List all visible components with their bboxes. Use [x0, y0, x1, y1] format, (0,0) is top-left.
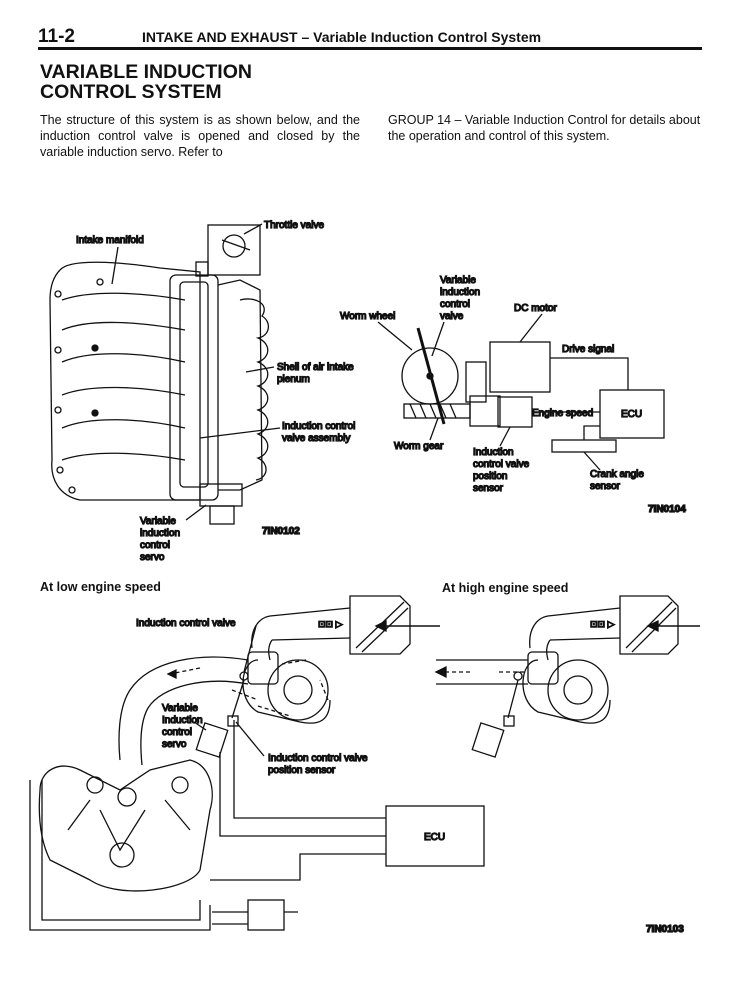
document-title: VARIABLE INDUCTION CONTROL SYSTEM — [40, 62, 252, 102]
figure3-code: 7IN0103 — [646, 924, 684, 935]
svg-text:⊡⊡ ▷: ⊡⊡ ▷ — [590, 619, 615, 629]
page-number: 11-2 — [38, 26, 75, 47]
high-speed-title: At high engine speed — [442, 581, 569, 595]
low-speed-drawing: ⊡⊡ ▷ — [29, 595, 485, 931]
label-throttle-valve: Throttle valve — [264, 220, 324, 231]
label-servo-4: servo — [140, 552, 165, 563]
label-viv-3: control — [440, 299, 470, 310]
intro-left: The structure of this system is as shown… — [40, 113, 360, 159]
intro-right: GROUP 14 – Variable Induction Control fo… — [388, 113, 701, 143]
label-icv-assembly-2: valve assembly — [282, 433, 350, 444]
label-ecu-top: ECU — [621, 409, 642, 420]
label-dc-motor: DC motor — [514, 303, 557, 314]
label-viv-1: Variable — [440, 275, 476, 286]
header-rule — [38, 47, 702, 50]
label-crank-1: Crank angle — [590, 469, 644, 480]
label-ecu-bottom: ECU — [424, 832, 445, 843]
label-shell-1: Shell of air intake — [277, 362, 354, 373]
svg-text:⊡⊡ ▷: ⊡⊡ ▷ — [318, 619, 343, 629]
label-low-servo-2: Induction — [162, 715, 203, 726]
label-pos-sensor-1: Induction — [473, 447, 514, 458]
high-speed-drawing: ⊡⊡ ▷ — [434, 595, 700, 758]
header-subsection: Variable Induction Control System — [313, 29, 542, 45]
label-drive-signal: Drive signal — [562, 344, 614, 355]
header-section: INTAKE AND EXHAUST — [142, 29, 298, 45]
header-separator: – — [297, 29, 314, 45]
dc-motor — [489, 341, 551, 393]
label-servo-2: induction — [140, 528, 180, 539]
label-shell-2: plenum — [277, 374, 310, 385]
label-low-pos-1: Induction control valve — [268, 753, 368, 764]
label-viv-2: induction — [440, 287, 480, 298]
label-pos-sensor-3: position — [473, 471, 507, 482]
intake-manifold-drawing — [49, 223, 281, 525]
low-speed-title: At low engine speed — [40, 580, 161, 594]
label-low-pos-2: position sensor — [268, 765, 336, 776]
crank-angle-sensor — [551, 439, 617, 453]
label-low-servo-4: servo — [162, 739, 187, 750]
ecu-box-top — [599, 389, 665, 439]
label-engine-speed: Engine speed — [532, 408, 593, 419]
title-line-1: VARIABLE INDUCTION — [40, 61, 252, 83]
actuator-drawing — [377, 313, 665, 471]
label-viv-4: valve — [440, 311, 464, 322]
title-line-2: CONTROL SYSTEM — [40, 81, 222, 103]
label-icv-assembly-1: Induction control — [282, 421, 355, 432]
label-pos-sensor-4: sensor — [473, 483, 504, 494]
label-servo-1: Variable — [140, 516, 176, 527]
label-low-icv: Induction control valve — [136, 618, 236, 629]
label-intake-manifold: Intake manifold — [76, 235, 144, 246]
figure2-code: 7IN0104 — [648, 504, 686, 515]
label-pos-sensor-2: control valve — [473, 459, 530, 470]
label-servo-3: control — [140, 540, 170, 551]
label-low-servo-1: Variable — [162, 703, 198, 714]
position-sensor — [497, 396, 533, 428]
label-crank-2: sensor — [590, 481, 621, 492]
label-worm-gear: Worm gear — [394, 441, 444, 452]
label-low-servo-3: control — [162, 727, 192, 738]
label-worm-wheel: Worm wheel — [340, 311, 395, 322]
figure1-code: 7IN0102 — [262, 526, 300, 537]
header-title: INTAKE AND EXHAUST – Variable Induction … — [142, 29, 541, 45]
page-header: 11-2 INTAKE AND EXHAUST – Variable Induc… — [38, 26, 702, 50]
worm-gear — [403, 403, 471, 419]
